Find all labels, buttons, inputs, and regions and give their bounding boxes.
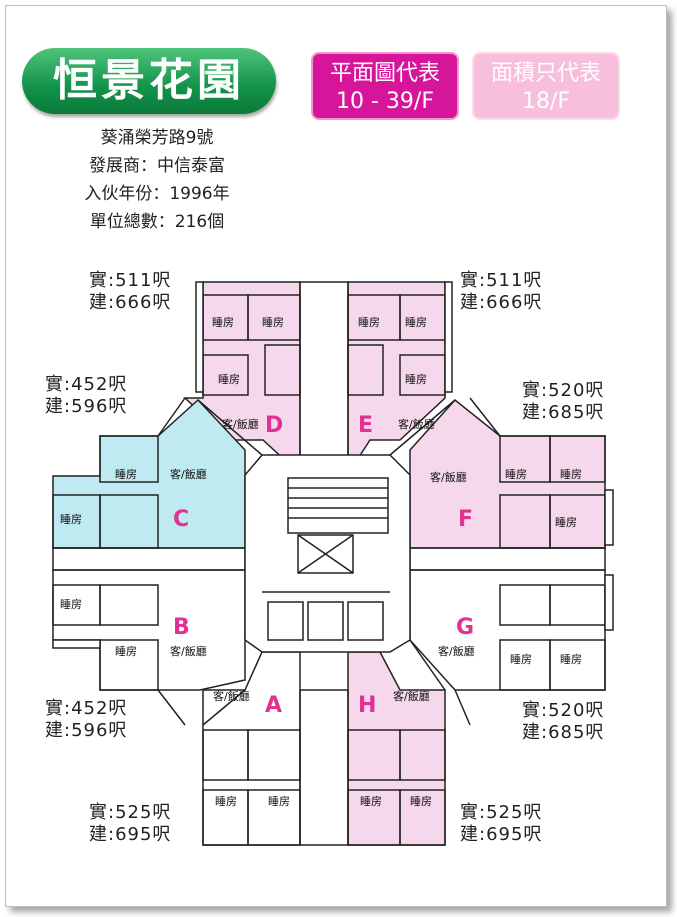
estate-intake-year: 入伙年份：1996年 (84, 184, 230, 204)
bedroom-label-h1: 睡房 (360, 795, 382, 808)
unit-c-letter: C (173, 507, 189, 532)
living-label-d: 客/飯廳 (222, 417, 259, 431)
unit-b-outline (52, 569, 246, 691)
lift-2 (307, 601, 344, 641)
unit-g-saleable: 實:520呎 (522, 700, 605, 721)
bedroom-label-f2: 睡房 (560, 468, 582, 481)
unit-e-letter: E (358, 413, 373, 438)
floor-plan-legend-title: 平面圖代表 (329, 61, 440, 86)
unit-f-letter: F (458, 507, 473, 532)
unit-a-letter: A (265, 693, 282, 718)
bedroom-label-b1: 睡房 (60, 598, 82, 611)
bedroom-label-c2: 睡房 (60, 513, 82, 526)
bedroom-label-c1: 睡房 (115, 468, 137, 481)
living-label-f: 客/飯廳 (430, 470, 467, 484)
estate-developer: 發展商：中信泰富 (89, 156, 225, 176)
lift-1 (267, 601, 304, 641)
living-label-b: 客/飯廳 (170, 644, 207, 658)
unit-c-gross: 建:596呎 (45, 396, 128, 417)
unit-b-saleable: 實:452呎 (45, 698, 128, 719)
unit-b-letter: B (173, 615, 190, 640)
estate-unit-count: 單位總數：216個 (89, 212, 225, 232)
unit-a-gross: 建:695呎 (89, 824, 172, 845)
unit-d-area: 實:511呎 建:666呎 (89, 270, 171, 314)
bedroom-label-a1: 睡房 (215, 795, 237, 808)
living-label-h: 客/飯廳 (393, 689, 430, 703)
unit-h-gross: 建:695呎 (460, 824, 543, 845)
bedroom-label-e1: 睡房 (358, 316, 380, 329)
estate-info: 葵涌榮芳路9號 發展商：中信泰富 入伙年份：1996年 單位總數：216個 (64, 124, 250, 236)
unit-g-gross: 建:685呎 (522, 722, 605, 743)
unit-f-gross: 建:685呎 (522, 402, 605, 423)
unit-e-saleable: 實:511呎 (460, 270, 543, 291)
unit-d-saleable: 實:511呎 (89, 270, 172, 291)
bedroom-label-b2: 睡房 (115, 645, 137, 658)
living-label-a: 客/飯廳 (213, 689, 250, 703)
bedroom-label-f3: 睡房 (555, 516, 577, 529)
unit-h-area: 實:525呎 建:695呎 (460, 802, 542, 846)
unit-h-letter: H (358, 693, 376, 718)
unit-c-saleable: 實:452呎 (45, 374, 128, 395)
unit-b-gross: 建:596呎 (45, 720, 128, 741)
unit-h-saleable: 實:525呎 (460, 802, 543, 823)
bedroom-label-e2: 睡房 (405, 316, 427, 329)
area-legend-title: 面積只代表 (490, 61, 601, 86)
bedroom-label-a2: 睡房 (268, 795, 290, 808)
living-label-g: 客/飯廳 (438, 644, 475, 658)
living-label-c: 客/飯廳 (170, 467, 207, 481)
unit-g-letter: G (456, 615, 474, 640)
unit-a-area: 實:525呎 建:695呎 (89, 802, 171, 846)
unit-g-area: 實:520呎 建:685呎 (522, 700, 604, 744)
unit-d-letter: D (265, 413, 283, 438)
area-legend: 面積只代表 18/F (472, 52, 620, 120)
floor-plan-legend: 平面圖代表 10 - 39/F (311, 52, 459, 120)
lift-3 (347, 601, 384, 641)
unit-d-gross: 建:666呎 (89, 292, 172, 313)
area-legend-value: 18/F (521, 89, 571, 114)
bedroom-label-d2: 睡房 (262, 316, 284, 329)
estate-title: 恒景花園 (22, 48, 276, 114)
estate-address: 葵涌榮芳路9號 (100, 128, 214, 148)
unit-f-saleable: 實:520呎 (522, 380, 605, 401)
bedroom-label-f1: 睡房 (505, 468, 527, 481)
unit-g-outline (409, 569, 606, 691)
bedroom-label-g2: 睡房 (560, 653, 582, 666)
floor-plan-legend-value: 10 - 39/F (336, 89, 434, 114)
unit-e-area: 實:511呎 建:666呎 (460, 270, 542, 314)
bedroom-label-g1: 睡房 (510, 653, 532, 666)
living-label-e: 客/飯廳 (398, 417, 435, 431)
unit-b-area: 實:452呎 建:596呎 (45, 698, 127, 742)
bedroom-label-h2: 睡房 (410, 795, 432, 808)
unit-e-gross: 建:666呎 (460, 292, 543, 313)
unit-a-saleable: 實:525呎 (89, 802, 172, 823)
bedroom-label-d3: 睡房 (218, 373, 240, 386)
unit-f-area: 實:520呎 建:685呎 (522, 380, 604, 424)
bedroom-label-d1: 睡房 (212, 316, 234, 329)
lift-shaft (297, 534, 354, 574)
unit-c-area: 實:452呎 建:596呎 (45, 374, 127, 418)
unit-h-fill (347, 651, 446, 846)
stairwell (287, 477, 389, 534)
bedroom-label-e3: 睡房 (405, 373, 427, 386)
